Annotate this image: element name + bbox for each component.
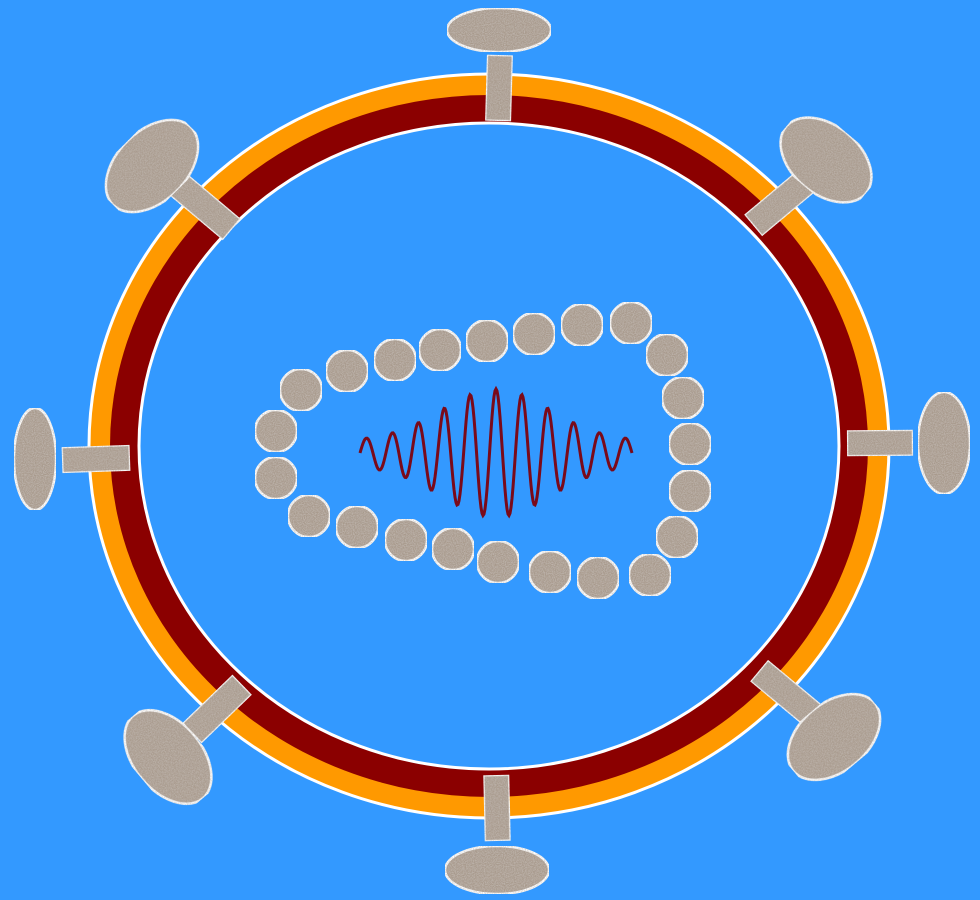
capsid-bead [577,557,619,599]
capsid-bead [669,423,711,465]
capsid-bead [419,329,461,371]
capsid-bead [477,541,519,583]
capsid-bead [656,516,698,558]
capsid-bead [255,410,297,452]
capsid-bead [513,313,555,355]
capsid-bead [561,304,603,346]
capsid-bead [374,339,416,381]
capsid-bead [385,519,427,561]
capsid-bead [669,470,711,512]
spike-stalk [847,430,913,457]
spike-head [14,408,56,510]
capsid-bead [255,457,297,499]
capsid-bead [646,334,688,376]
capsid-bead [629,554,671,596]
capsid-bead [336,506,378,548]
spike-head [447,8,551,52]
capsid-bead [280,369,322,411]
spike-stalk [485,55,513,122]
spike-head [445,846,549,894]
capsid-bead [662,377,704,419]
spike-stalk [483,775,510,842]
spike-stalk [62,445,131,473]
capsid-bead [288,495,330,537]
capsid-bead [432,528,474,570]
capsid-bead [466,320,508,362]
capsid-bead [610,302,652,344]
capsid-bead [326,350,368,392]
spike-head [918,392,970,494]
capsid-bead [529,551,571,593]
